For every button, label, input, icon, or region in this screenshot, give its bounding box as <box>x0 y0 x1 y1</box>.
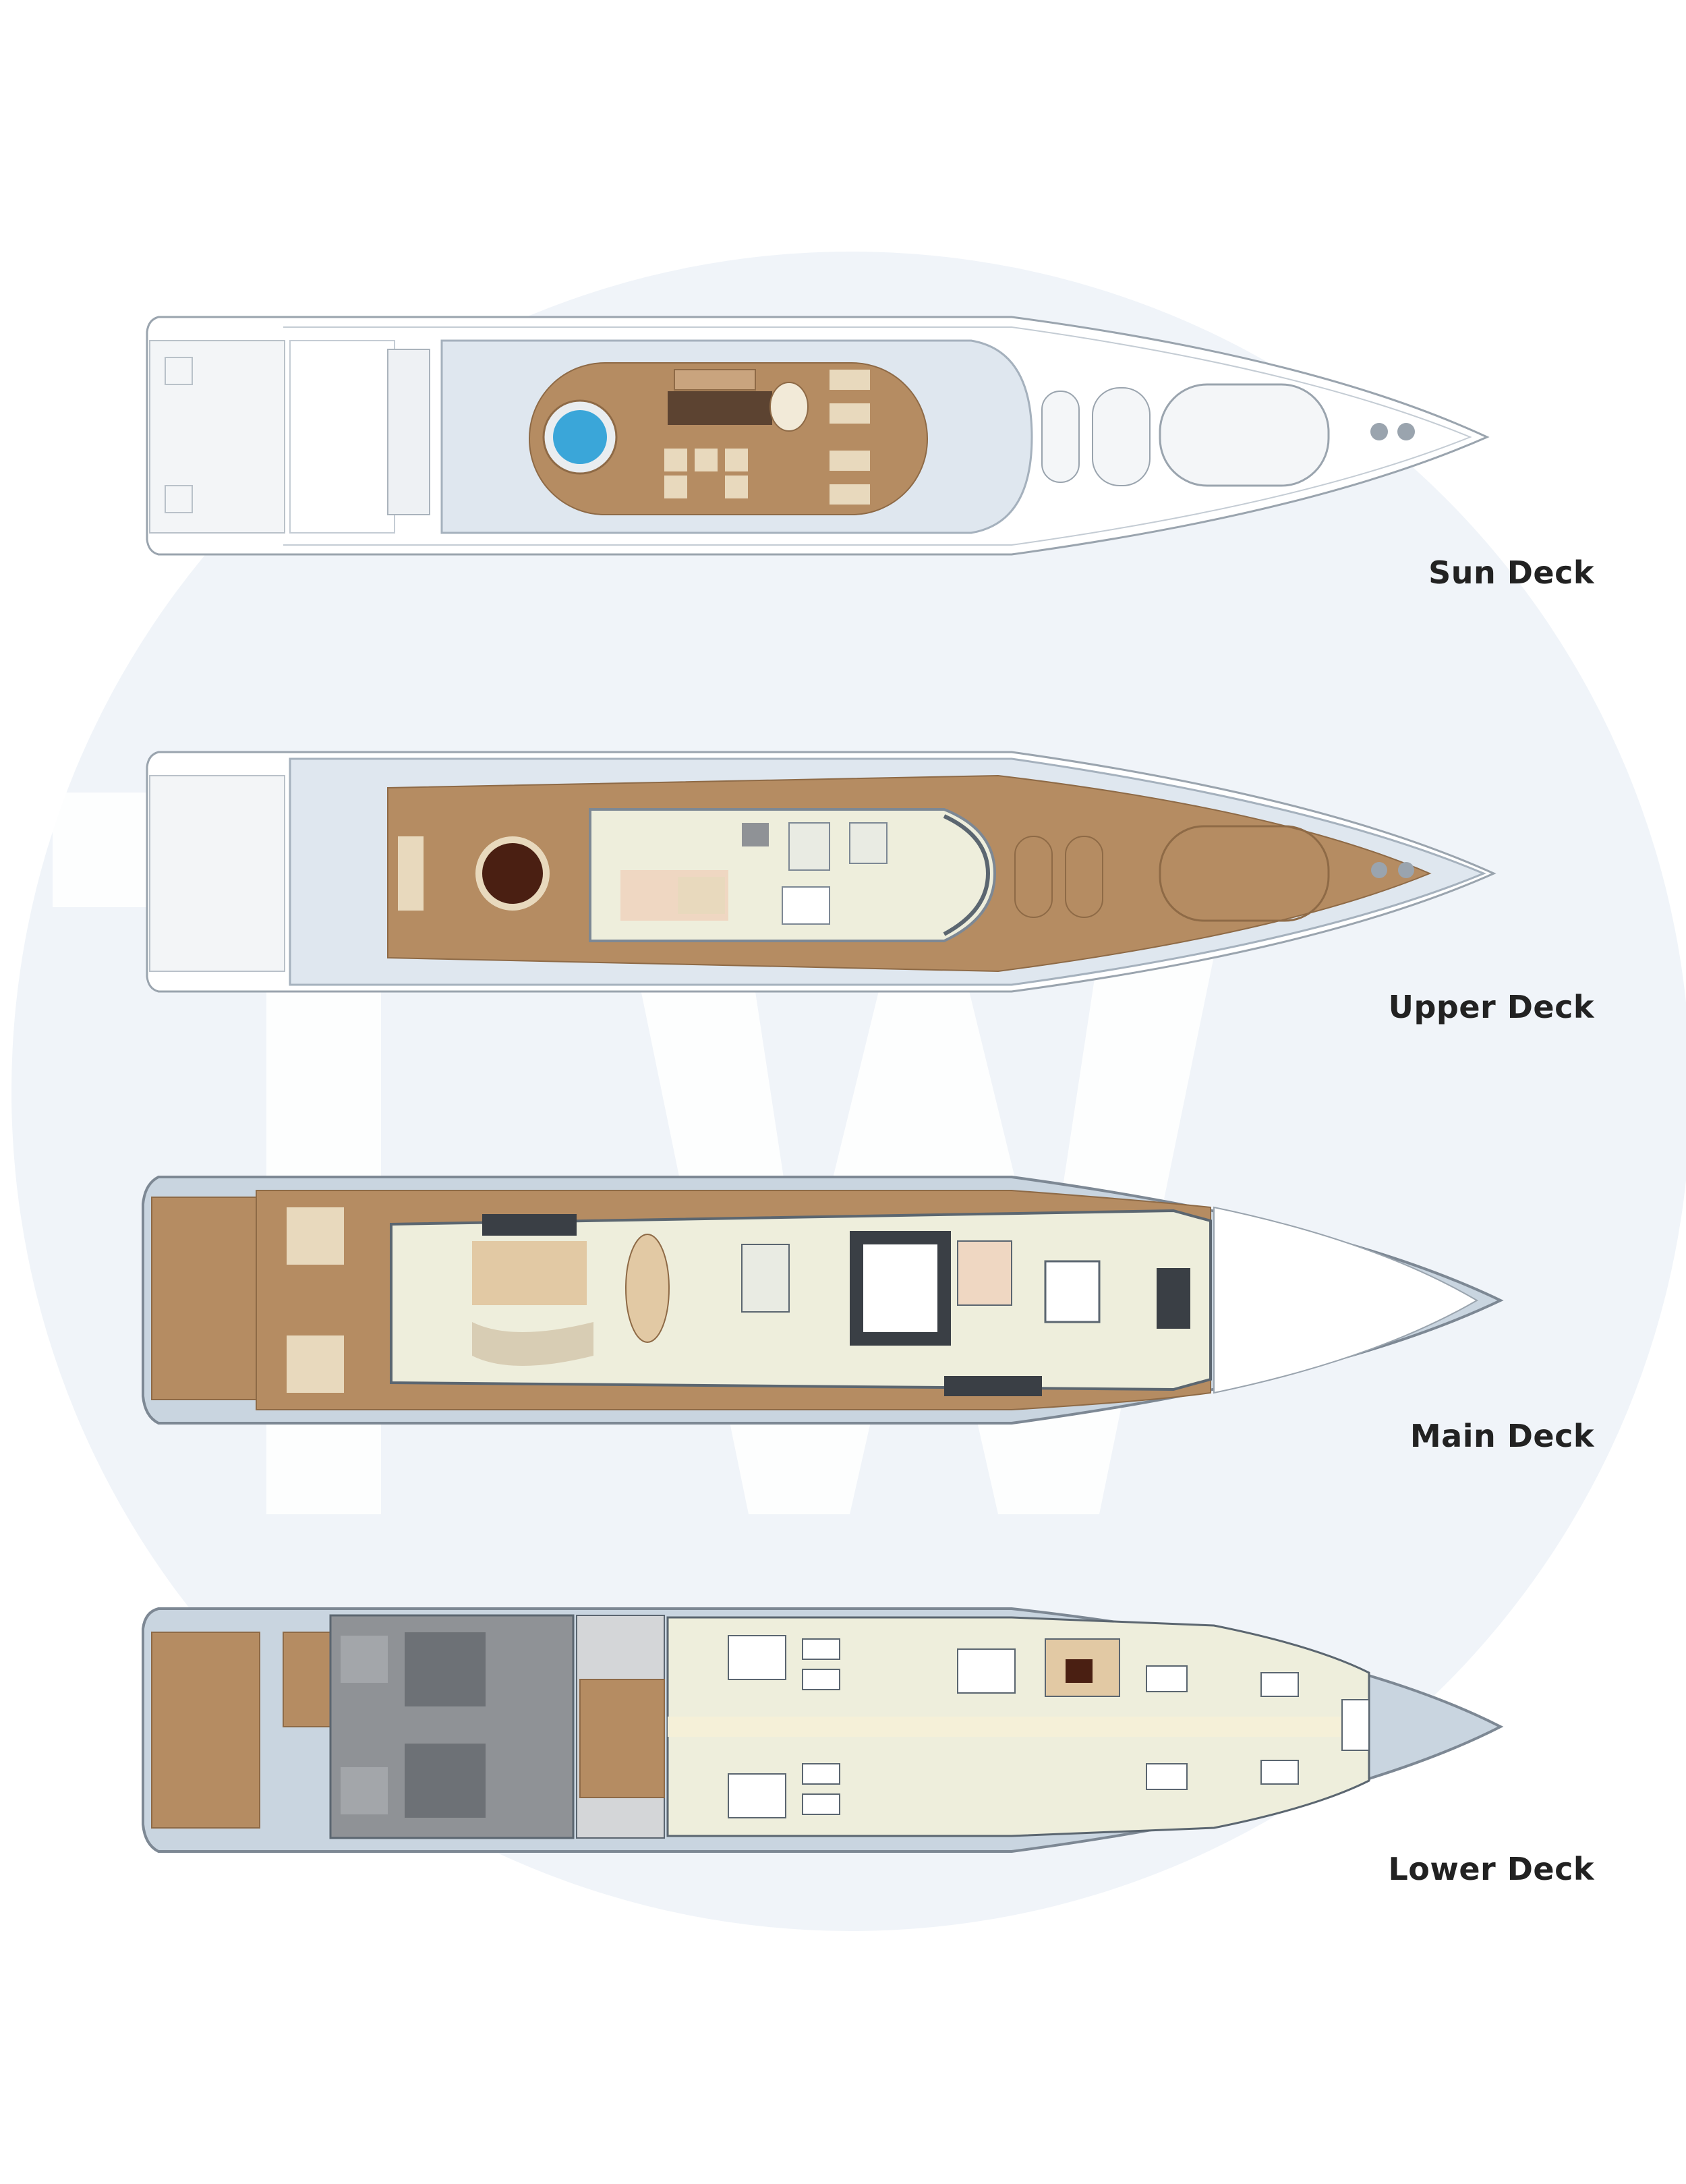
sun-deck-plan <box>146 316 1490 556</box>
sun-deck-dining-seat <box>725 449 748 471</box>
upper-deck-tender <box>1159 825 1330 922</box>
lower-deck-plan <box>142 1607 1504 1853</box>
sun-deck-label: Sun Deck <box>1428 554 1594 591</box>
lower-deck-crew-bunk <box>1260 1672 1299 1697</box>
lower-deck-crew-bunk <box>1146 1763 1188 1790</box>
main-deck-aft-sofa <box>287 1207 344 1265</box>
upper-deck-jetski <box>1014 836 1053 918</box>
sun-deck-jetski <box>1041 391 1080 483</box>
lower-deck-guest-bed <box>728 1773 786 1818</box>
sun-deck-aft-deck <box>289 340 395 534</box>
main-deck-aft-teak <box>151 1197 257 1400</box>
lower-deck-engine <box>405 1744 486 1818</box>
sun-deck-tender <box>1159 383 1330 487</box>
upper-deck-jetski <box>1065 836 1103 918</box>
main-deck-owner-bed <box>1044 1260 1101 1323</box>
lower-deck-twin-bed <box>802 1669 840 1690</box>
lower-deck-label: Lower Deck <box>1388 1851 1594 1887</box>
main-deck-aft-sofa <box>287 1335 344 1393</box>
main-deck-salon-sofa <box>472 1241 587 1305</box>
upper-deck-wheelhouse-windows <box>943 814 991 936</box>
watermark-letter-t <box>53 793 593 1514</box>
sun-deck-anchor-winch <box>1370 423 1388 440</box>
lower-deck-garage-teak <box>151 1632 260 1829</box>
lower-deck-crew-mess-table <box>1066 1659 1093 1683</box>
upper-deck-day-head <box>849 822 888 864</box>
main-deck-galley <box>850 1231 951 1346</box>
lower-deck-crew-mess-teak <box>579 1679 665 1798</box>
lower-deck-twin-bed <box>802 1793 840 1815</box>
sun-deck-jacuzzi-water <box>553 410 607 464</box>
upper-deck-stern-platform <box>149 775 285 972</box>
sun-deck-mast-console <box>387 349 430 515</box>
sun-deck-round-table <box>769 382 809 432</box>
sun-deck-sunbed <box>830 403 870 424</box>
sun-deck-sunbed <box>830 370 870 390</box>
sun-deck-dining-seat <box>695 449 718 471</box>
sun-deck-sunbed <box>830 484 870 505</box>
lower-deck-forepeak <box>1341 1699 1370 1751</box>
upper-deck-anchor-winch <box>1371 862 1387 878</box>
lower-deck-beach-club <box>283 1632 331 1727</box>
sun-deck-stern-hatch <box>165 485 193 513</box>
main-deck-label: Main Deck <box>1409 1418 1594 1454</box>
upper-deck-aft-sofa <box>398 836 424 911</box>
lower-deck-guest-bed <box>728 1635 786 1680</box>
sun-deck-dining-seat <box>725 476 748 498</box>
sun-deck-rib <box>1092 387 1151 486</box>
upper-deck-anchor-winch <box>1398 862 1414 878</box>
sun-deck-bar-counter <box>668 391 772 425</box>
main-deck-salon-sofa-curved <box>472 1322 593 1366</box>
lower-deck-twin-bed <box>802 1638 840 1660</box>
upper-deck-lounge-table <box>678 877 725 914</box>
sun-deck-teak-area <box>529 362 928 515</box>
main-deck-console <box>1157 1268 1190 1329</box>
lower-deck-guest-bed <box>957 1648 1016 1694</box>
sun-deck-stern-swim-platform <box>149 340 285 534</box>
main-deck-cabinetry <box>482 1214 577 1236</box>
sun-deck-inner-line <box>283 326 1472 546</box>
watermark-circle <box>11 252 1686 1931</box>
lower-deck-engine <box>405 1632 486 1706</box>
sun-deck-bar-top <box>674 369 756 391</box>
upper-deck-plan <box>146 751 1496 993</box>
lower-deck-corridor <box>668 1717 1369 1737</box>
lower-deck-twin-bed <box>802 1763 840 1785</box>
lower-deck-generator <box>341 1636 388 1683</box>
sun-deck-anchor-winch <box>1397 423 1415 440</box>
main-deck-foredeck <box>1213 1206 1478 1394</box>
sun-deck-dining-seat <box>664 476 687 498</box>
upper-deck-office-bed <box>782 886 830 925</box>
upper-deck-cabinetry <box>742 823 769 846</box>
main-deck-stairs <box>741 1244 790 1313</box>
upper-deck-stairs <box>788 822 830 871</box>
main-deck-dining-table <box>625 1234 670 1343</box>
main-deck-crew-corridor <box>944 1376 1042 1396</box>
lower-deck-crew-bunk <box>1146 1665 1188 1692</box>
lower-deck-crew-bunk <box>1260 1760 1299 1785</box>
main-deck-plan <box>142 1176 1504 1425</box>
sun-deck-sunbed <box>830 451 870 471</box>
sun-deck-dining-seat <box>664 449 687 471</box>
lower-deck-generator <box>341 1767 388 1814</box>
upper-deck-label: Upper Deck <box>1388 989 1594 1025</box>
upper-deck-round-dining-table <box>475 836 550 911</box>
main-deck-owner-head <box>957 1240 1012 1306</box>
sun-deck-stern-hatch <box>165 357 193 385</box>
